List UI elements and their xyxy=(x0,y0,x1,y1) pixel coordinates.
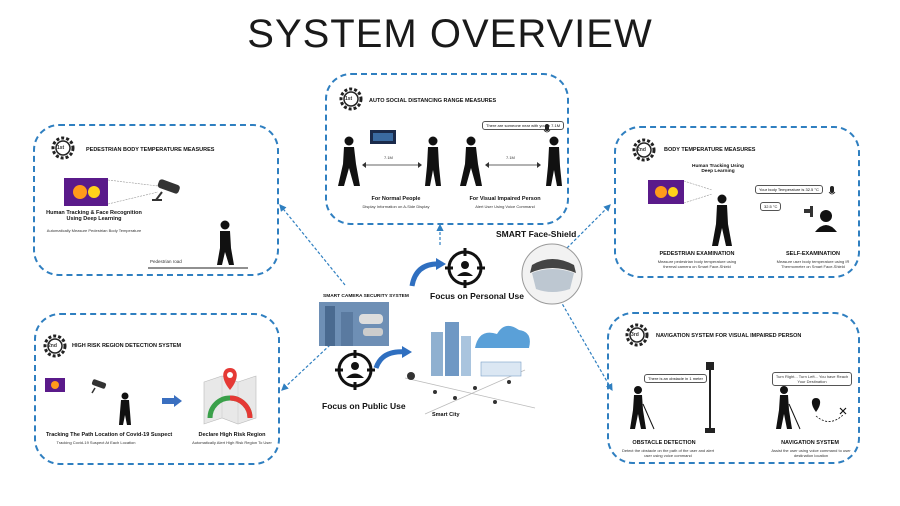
badge-label: 2nd xyxy=(48,343,57,349)
gear-badge-icon xyxy=(339,87,363,111)
right-caption: SELF-EXAMINATION xyxy=(786,251,840,257)
security-camera-icon xyxy=(91,379,107,394)
face-shield-user-icon xyxy=(815,210,837,232)
gear-badge-icon xyxy=(43,334,67,358)
temperature-readout: 32.5 °C xyxy=(760,202,782,211)
left-caption: Tracking The Path Location of Covid-19 S… xyxy=(46,432,173,438)
microphone-icon xyxy=(543,124,551,133)
distance-arrow-right xyxy=(485,162,541,168)
panel-heading: NAVIGATION SYSTEM FOR VISUAL IMPAIRED PE… xyxy=(656,333,802,339)
microphone-icon xyxy=(828,186,836,195)
left-caption: For Normal People xyxy=(371,196,421,202)
personal-use-label: Focus on Personal Use xyxy=(430,291,524,301)
camera-view-lines xyxy=(683,180,713,204)
panel-heading: PEDESTRIAN BODY TEMPERATURE MEASURES xyxy=(86,147,215,153)
ground-line xyxy=(148,267,248,269)
gear-badge-icon xyxy=(632,138,656,162)
panel-heading: BODY TEMPERATURE MEASURES xyxy=(664,147,756,153)
left-subcaption: Tracking Covid-19 Suspect At Each Locati… xyxy=(56,440,136,445)
badge-label: 3rd xyxy=(631,332,639,338)
right-subcaption: Measure user body temperature using IR T… xyxy=(776,259,850,269)
page-title: SYSTEM OVERVIEW xyxy=(247,12,653,56)
left-caption: OBSTACLE DETECTION xyxy=(632,440,696,446)
public-use-person-icon xyxy=(335,350,375,390)
camera-system-label: SMART CAMERA SECURITY SYSTEM xyxy=(323,294,409,299)
curved-arrow-icon xyxy=(373,346,412,369)
display-screen-icon xyxy=(370,130,396,144)
gear-badge-icon xyxy=(51,136,75,160)
blind-person-cane-icon xyxy=(630,386,655,430)
badge-label: 1st xyxy=(57,145,65,151)
right-caption: Declare High Risk Region xyxy=(198,432,266,438)
panel-body-temperature xyxy=(614,126,860,278)
distance-arrow-left xyxy=(362,162,422,168)
panel-heading: HIGH RISK REGION DETECTION SYSTEM xyxy=(72,343,182,349)
left-subcaption: Detect the obstacle on the path of the u… xyxy=(621,448,715,458)
suspect-silhouette-icon xyxy=(119,392,131,425)
right-caption: For Visual Impaired Person xyxy=(469,196,541,202)
face-shield-device-icon xyxy=(521,243,583,305)
security-camera-photo-icon xyxy=(319,302,389,346)
blind-person-cane-icon xyxy=(776,386,801,430)
distance-label: 7.1M xyxy=(384,155,393,160)
left-subcaption: Measure pedestrian body temperature usin… xyxy=(657,259,737,269)
curved-arrow-icon xyxy=(409,258,446,287)
thermal-image-icon xyxy=(64,178,108,206)
smart-city-illustration xyxy=(404,322,536,415)
risk-map-icon xyxy=(203,368,257,425)
standing-person-icon xyxy=(546,136,562,186)
left-subcaption: Display Information on A-Side Display xyxy=(362,204,430,209)
arrow-right-icon xyxy=(162,395,182,407)
walking-person-icon xyxy=(460,136,482,186)
walking-person-icon xyxy=(338,136,360,186)
badge-label: 1st xyxy=(345,96,353,102)
navigation-voice-bubble: Turn Right... Turn Left... You have Reac… xyxy=(772,372,852,386)
standing-person-icon xyxy=(425,136,441,186)
temperature-bubble: Your body Temperature is 32.5 °C xyxy=(755,185,823,194)
panel-heading: AUTO SOCIAL DISTANCING RANGE MEASURES xyxy=(369,98,497,104)
smart-city-label: Smart City xyxy=(432,412,460,418)
panel-caption: Human Tracking & Face Recognition Using … xyxy=(46,210,142,222)
thermal-image-icon xyxy=(45,378,65,392)
thermometer-icon xyxy=(804,206,813,217)
pedestrian-silhouette-icon xyxy=(712,194,732,246)
right-subcaption: Alert User Using Voice Command xyxy=(475,204,535,209)
thermal-image-icon xyxy=(648,180,684,204)
panel-social-distancing xyxy=(325,73,569,225)
deep-learning-caption: Human Tracking Using Deep Learning xyxy=(692,164,744,174)
route-pin-icon xyxy=(811,398,847,422)
gear-badge-icon xyxy=(625,323,649,347)
security-camera-icon xyxy=(152,179,180,201)
camera-view-lines xyxy=(107,179,159,205)
left-caption: PEDESTRIAN EXAMINATION xyxy=(659,251,735,257)
panel-high-risk-region xyxy=(34,313,280,465)
personal-use-target-icon xyxy=(445,248,485,288)
faceshield-label: SMART Face-Shield xyxy=(496,229,577,239)
right-subcaption: Assist the user using voice command to u… xyxy=(771,448,851,458)
street-lamp-icon xyxy=(705,362,715,433)
voice-alert-bubble: There are someone near with you in 7.1M xyxy=(482,121,565,130)
public-use-label: Focus on Public Use xyxy=(322,401,406,411)
panel-subcaption: Automatically Measure Pedestrian Body Te… xyxy=(46,228,142,233)
badge-label: 2nd xyxy=(637,147,646,153)
obstacle-alert-bubble: There is an obstacle in 1 meter xyxy=(644,374,707,383)
panel-navigation xyxy=(607,312,860,464)
road-label: Pedestrian road xyxy=(150,259,182,264)
right-subcaption: Automatically Alert High Risk Region To … xyxy=(192,440,272,445)
distance-label: 7.1M xyxy=(506,155,515,160)
panel-pedestrian-temperature xyxy=(33,124,279,276)
pedestrian-silhouette-icon xyxy=(217,220,234,265)
right-caption: NAVIGATION SYSTEM xyxy=(781,440,839,446)
